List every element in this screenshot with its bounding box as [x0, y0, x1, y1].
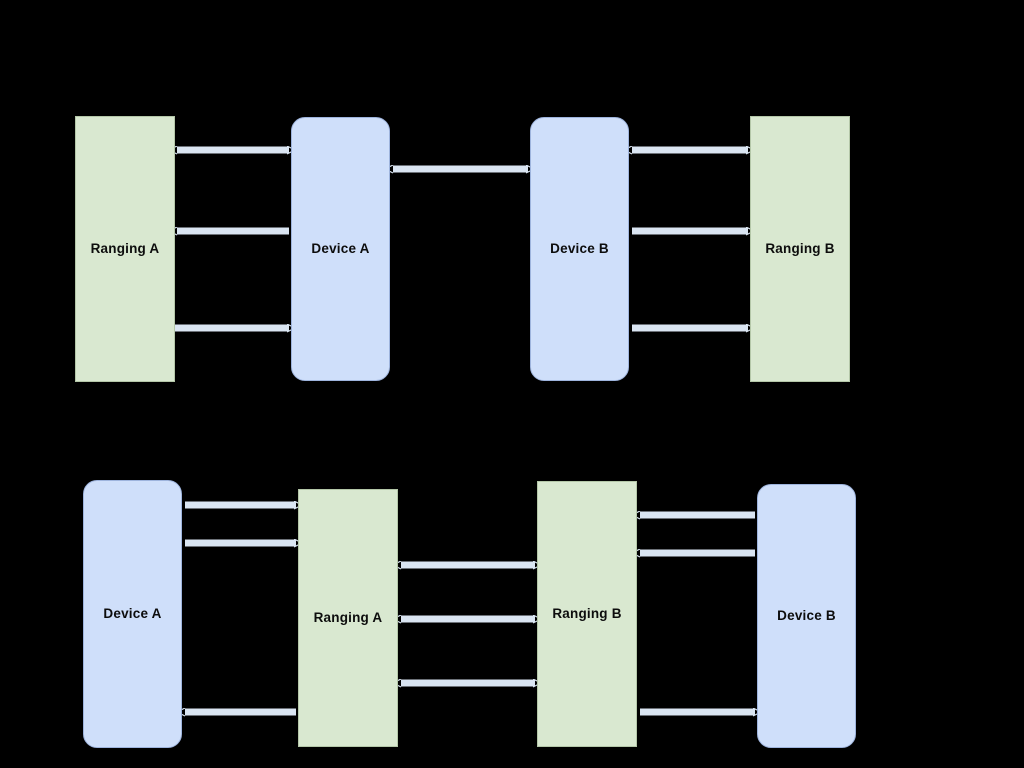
node-label: Ranging A	[313, 609, 383, 625]
node-bot-ranging-b[interactable]: Ranging B	[537, 481, 637, 747]
node-label: Device B	[550, 240, 609, 256]
node-top-device-a[interactable]: Device A	[291, 117, 390, 381]
node-top-ranging-a[interactable]: Ranging A	[75, 116, 175, 382]
node-bot-device-b[interactable]: Device B	[757, 484, 856, 748]
node-label: Ranging B	[765, 240, 835, 256]
node-label: Device A	[103, 605, 162, 621]
node-top-device-b[interactable]: Device B	[530, 117, 629, 381]
node-label: Ranging A	[90, 240, 160, 256]
node-bot-device-a[interactable]: Device A	[83, 480, 182, 748]
node-top-ranging-b[interactable]: Ranging B	[750, 116, 850, 382]
node-label: Ranging B	[552, 605, 622, 621]
node-label: Device A	[311, 240, 370, 256]
node-label: Device B	[777, 607, 836, 623]
node-bot-ranging-a[interactable]: Ranging A	[298, 489, 398, 747]
